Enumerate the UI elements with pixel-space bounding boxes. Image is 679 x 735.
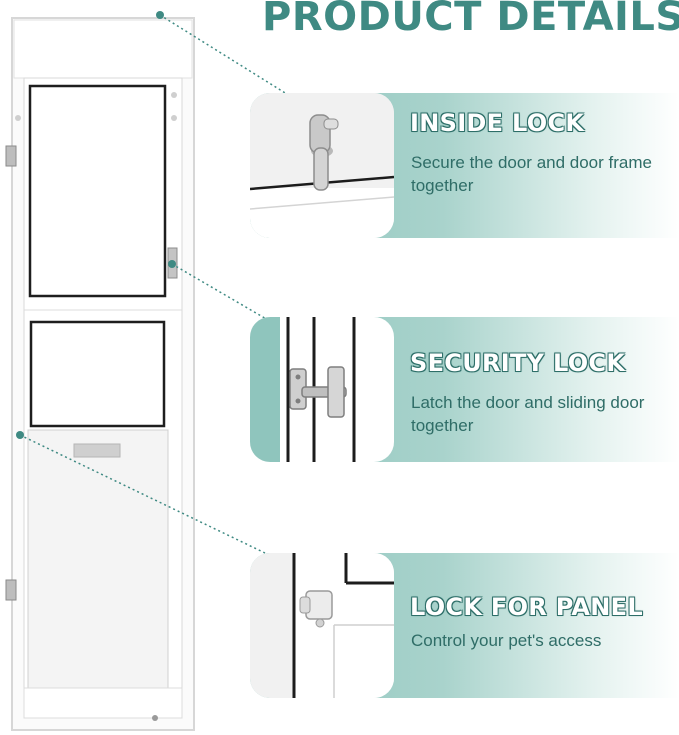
feature-description: Latch the door and sliding door together: [411, 393, 645, 435]
pet-door-panel-illustration: [5, 11, 195, 731]
feature-card-inside-lock: INSIDE LOCK Secure the door and door fra…: [250, 93, 679, 238]
feature-card-panel-lock: LOCK FOR PANEL Control your pet's access: [250, 553, 679, 698]
feature-heading: LOCK FOR PANEL: [410, 593, 643, 621]
page-title: PRODUCT DETAILS: [262, 0, 679, 40]
security-lock-photo-icon: [250, 317, 394, 462]
feature-heading: SECURITY LOCK: [410, 349, 626, 377]
inside-lock-photo-icon: [250, 93, 394, 238]
feature-description: Secure the door and door frame together: [411, 153, 652, 195]
feature-card-security-lock: SECURITY LOCK Latch the door and sliding…: [250, 317, 679, 462]
feature-heading: INSIDE LOCK: [410, 109, 585, 137]
feature-description: Control your pet's access: [411, 631, 602, 650]
panel-lock-photo-icon: [250, 553, 394, 698]
